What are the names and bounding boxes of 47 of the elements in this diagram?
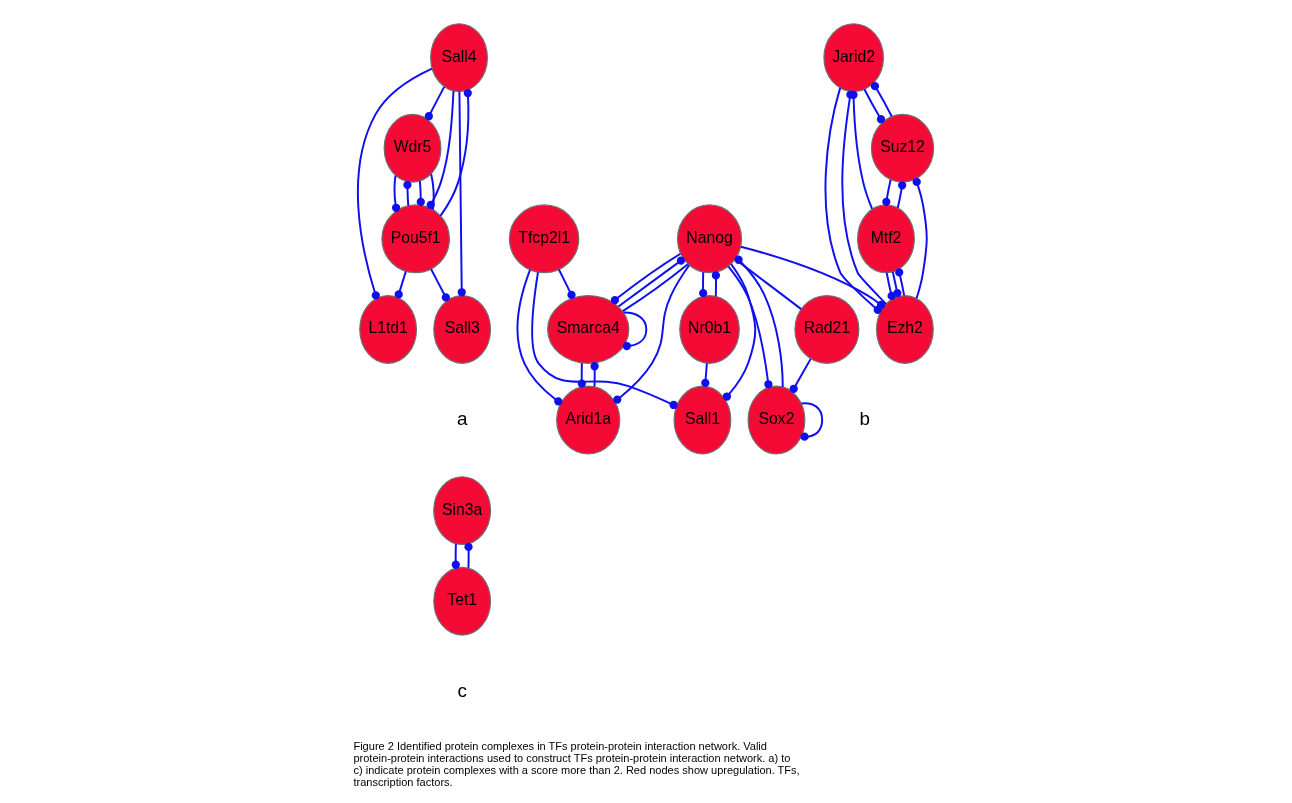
node-ellipse: Sin3a — [432, 476, 491, 546]
connector — [438, 88, 472, 217]
node-ellipse: Tet1 — [432, 566, 491, 636]
connector — [463, 542, 473, 569]
node-ellipse: L1td1 — [358, 294, 417, 364]
connector — [789, 357, 812, 393]
connector — [530, 271, 678, 410]
connector — [622, 311, 647, 351]
connector — [881, 178, 892, 206]
connector — [700, 362, 709, 388]
connector — [424, 85, 445, 121]
connector — [799, 402, 823, 441]
connector — [617, 256, 685, 308]
label: c — [456, 679, 467, 701]
connector — [726, 265, 772, 389]
node-ellipse: Mtf2 — [856, 204, 915, 274]
connector — [394, 270, 407, 299]
node-ellipse: Sall4 — [429, 23, 488, 93]
connector — [610, 252, 681, 305]
caption: Figure 2 Identified protein complexes in TFs protein-protein interaction network. Valid protein-protein interactions used to construct TFs protein-protein interaction network. a) to c) indicate protein complexes with a score more than 2. Red nodes show upregulation. TFs, transcription factors. — [352, 740, 800, 788]
connector — [739, 245, 885, 310]
connector — [733, 255, 784, 388]
connector — [621, 263, 689, 313]
node-circle: Tfcp2l1 — [508, 204, 579, 274]
label: a — [456, 407, 467, 429]
connector — [429, 268, 450, 302]
connector — [912, 177, 928, 300]
connector — [416, 180, 425, 207]
connector — [711, 271, 720, 298]
connector — [870, 82, 893, 118]
node-circle: Rad21 — [793, 294, 859, 364]
connector — [557, 268, 576, 300]
connector — [402, 180, 412, 207]
connector — [862, 88, 885, 124]
node-ellipse: Nr0b1 — [678, 294, 740, 364]
connector — [457, 90, 466, 297]
label: b — [858, 407, 870, 429]
connector — [451, 542, 460, 569]
connector — [516, 268, 562, 406]
connector — [885, 271, 896, 301]
connector — [722, 263, 756, 401]
connector — [698, 271, 707, 298]
connector — [896, 181, 906, 209]
connector — [848, 90, 873, 210]
connector — [612, 264, 690, 404]
connector — [391, 174, 400, 212]
connector — [429, 173, 435, 211]
